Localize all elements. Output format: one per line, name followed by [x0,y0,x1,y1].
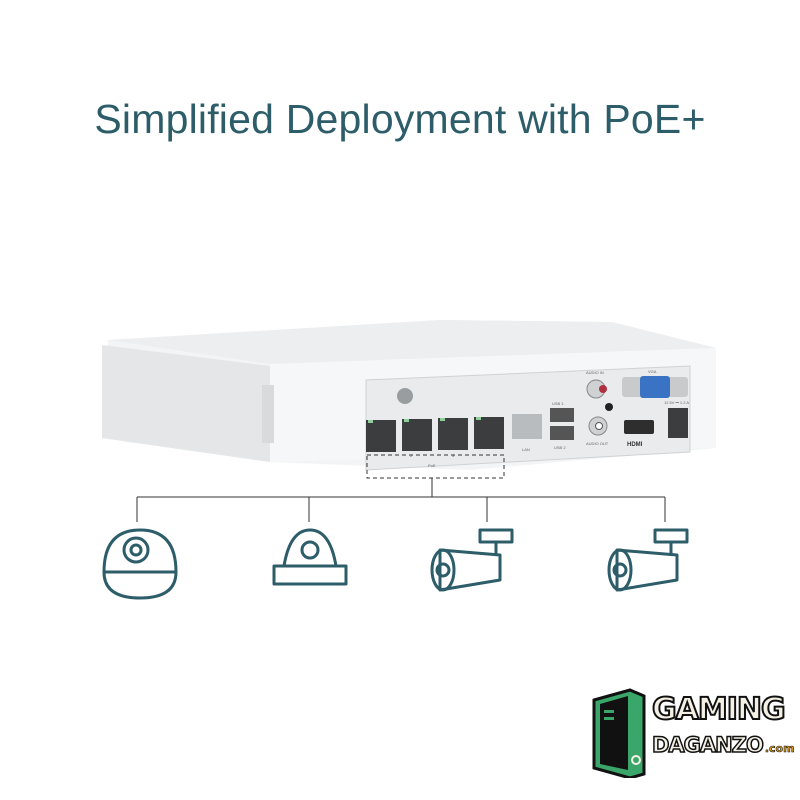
usb2-label: USB 2 [554,445,566,450]
nvr-device: 2 3 PoE LAN USB 1 USB 2 AUDIO IN AUDIO O… [102,320,716,471]
logo-suffix: .com [764,742,795,756]
lan-label: LAN [522,447,530,452]
bullet-camera-icon [607,528,689,592]
logo-line2: DAGANZO [651,732,764,758]
usb2-port [550,426,574,440]
audio-out-label: AUDIO OUT [586,441,609,446]
hdmi-label: HDMI [627,442,643,448]
dome-camera-icon [102,528,178,600]
connection-lines [136,454,666,522]
power-label: 12.5V ⎓ 1.2 A [664,400,689,405]
usb1-label: USB 1 [552,401,564,406]
vga-port [640,376,670,398]
lan-port [512,414,542,439]
usb1-port [550,408,574,422]
poe-label: PoE [428,463,436,468]
gaming-daganzo-logo: GAMING DAGANZO .com [590,688,795,778]
logo-line2-row: DAGANZO .com [651,732,795,758]
ground-screw [397,388,413,404]
side-vent [262,385,274,443]
poe-ports [366,417,504,452]
power-jack [668,408,688,438]
dome-camera-icon [272,528,348,586]
logo-line1: GAMING [651,691,787,728]
page-title: Simplified Deployment with PoE+ [94,96,706,142]
bullet-camera-icon [430,528,514,592]
vga-label: VGA [648,369,657,374]
hdmi-port [624,420,654,434]
audio-in-label: AUDIO IN [586,370,604,375]
pc-tower-icon [592,688,646,778]
